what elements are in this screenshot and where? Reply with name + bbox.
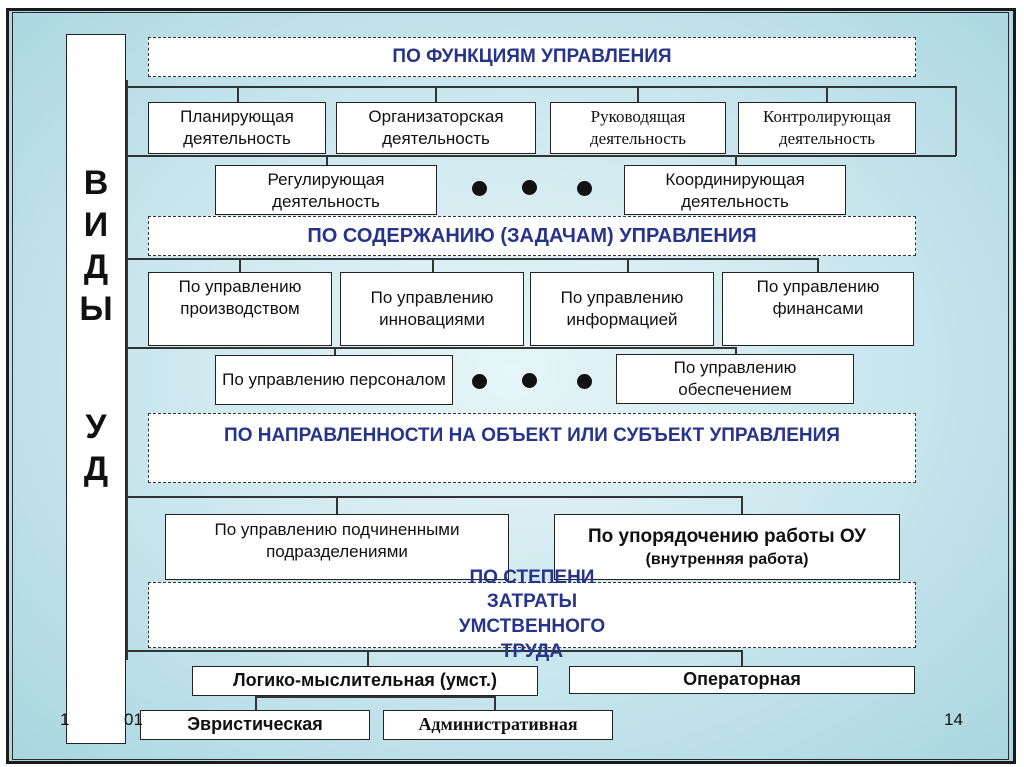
connector-mental-drop-2: [741, 650, 743, 666]
connector-direction-top: [126, 496, 742, 498]
connector-direction-drop-1: [336, 496, 338, 514]
ellipsis-dot: [522, 180, 537, 195]
side-label-letter: Д: [83, 450, 109, 488]
mental-box-operator: Операторная: [569, 666, 915, 694]
content-box-finance: По управлению финансами: [722, 272, 914, 346]
content-box-information: По управлению информацией: [530, 272, 714, 346]
connector-content-drop-6: [735, 347, 737, 354]
connector-content-drop-1: [239, 258, 241, 272]
section-header-content: ПО СОДЕРЖАНИЮ (ЗАДАЧАМ) УПРАВЛЕНИЯ: [148, 216, 916, 256]
connector-functions-drop-6: [735, 155, 737, 165]
connector-content-top: [126, 258, 818, 260]
footer-date-left: 1: [60, 710, 70, 729]
connector-content-drop-4: [817, 258, 819, 272]
function-box-regulating: Регулирующая деятельность: [215, 165, 437, 215]
connector-functions-drop-4: [826, 86, 828, 102]
mental-box-administrative: Административная: [383, 710, 613, 740]
content-box-innovation: По управлению инновациями: [340, 272, 524, 346]
function-box-organizing: Организаторская деятельность: [336, 102, 536, 154]
function-box-planning: Планирующая деятельность: [148, 102, 326, 154]
connector-mental-drop-4: [494, 696, 496, 710]
connector-mental-drop-3: [255, 696, 257, 710]
footer-date-right: 01: [124, 710, 143, 729]
ellipsis-dot: [472, 374, 487, 389]
connector-functions-mid: [126, 155, 956, 157]
page-number: 14: [944, 710, 963, 729]
connector-functions-drop-5: [326, 155, 328, 165]
connector-content-drop-2: [432, 258, 434, 272]
connector-functions-top: [126, 86, 956, 88]
ellipsis-dot: [472, 181, 487, 196]
connector-functions-drop-3: [637, 86, 639, 102]
side-label-bar: [66, 34, 126, 744]
connector-content-drop-3: [627, 258, 629, 272]
connector-functions-right-drop: [955, 86, 957, 156]
connector-functions-drop-2: [435, 86, 437, 102]
direction-internal-subtitle: (внутренняя работа): [645, 550, 809, 568]
connector-functions-drop-1: [237, 86, 239, 102]
direction-box-subordinates: По управлению подчиненными подразделения…: [165, 514, 509, 580]
direction-internal-title: По упорядочению работы ОУ: [587, 525, 867, 547]
function-box-controlling: Контролирующая деятельность: [738, 102, 916, 154]
connector-content-drop-5: [334, 347, 336, 355]
function-box-leading: Руководящая деятельность: [550, 102, 726, 154]
side-label-letter: У: [85, 408, 107, 446]
section-header-direction: ПО НАПРАВЛЕННОСТИ НА ОБЪЕКТ ИЛИ СУБЪЕКТ …: [148, 413, 916, 483]
content-box-personnel: По управлению персоналом: [215, 355, 453, 405]
ellipsis-dot: [522, 373, 537, 388]
connector-main-trunk: [126, 80, 128, 660]
connector-content-mid: [126, 347, 736, 349]
section-header-functions: ПО ФУНКЦИЯМ УПРАВЛЕНИЯ: [148, 37, 916, 77]
function-box-coordinating: Координирующая деятельность: [624, 165, 846, 215]
ellipsis-dot: [577, 181, 592, 196]
mental-box-heuristic: Эвристическая: [140, 710, 370, 740]
connector-direction-drop-2: [741, 496, 743, 514]
content-box-production: По управлению производством: [148, 272, 332, 346]
side-label-letter: Ы: [79, 290, 113, 328]
connector-mental-top: [126, 650, 742, 652]
connector-mental-drop-1: [367, 650, 369, 666]
connector-mental-h2: [255, 696, 495, 698]
side-label-letter: Д: [83, 248, 109, 286]
section-header-mental: ПО СТЕПЕНИ ЗАТРАТЫ УМСТВЕННОГО ТРУДА: [148, 567, 916, 662]
ellipsis-dot: [577, 374, 592, 389]
side-label-letter: И: [83, 206, 109, 244]
mental-box-logical: Логико-мыслительная (умст.): [192, 666, 538, 696]
side-label-letter: В: [83, 164, 109, 202]
content-box-supply: По управлению обеспечением: [616, 354, 854, 404]
direction-box-internal: По упорядочению работы ОУ (внутренняя ра…: [554, 514, 900, 580]
